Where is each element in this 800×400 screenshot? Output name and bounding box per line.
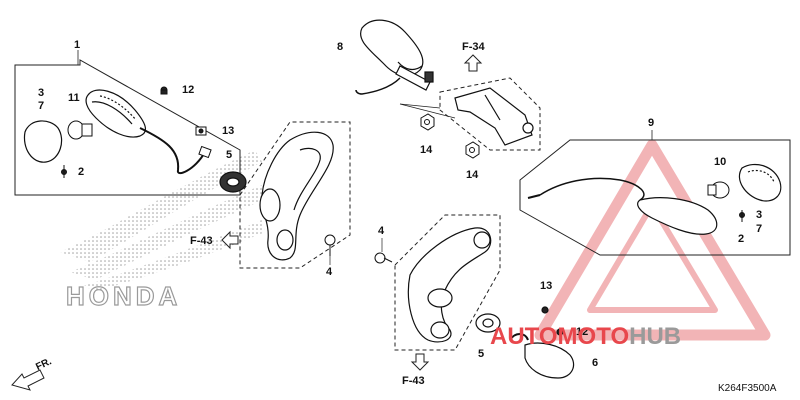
f43-left-arrow [221, 230, 239, 250]
callout-5-lower: 5 [478, 348, 485, 360]
honda-brand-text: HONDA [66, 281, 181, 311]
group-1-box [14, 59, 241, 196]
right-screw [739, 210, 745, 222]
left-signal-housing [85, 89, 147, 138]
mirror [360, 19, 434, 91]
callout-4-center: 4 [378, 225, 385, 237]
callout-4: 4 [326, 266, 333, 278]
lower-bracket [407, 227, 492, 343]
f34-arrow [463, 54, 483, 72]
watermark-triangle [534, 139, 771, 341]
callout-7: 7 [38, 100, 45, 112]
callout-8: 8 [337, 41, 344, 53]
section-ref-f43-left: F-43 [190, 235, 213, 247]
right-bulb [707, 181, 730, 199]
left-bracket [259, 131, 334, 261]
callout-12: 12 [182, 84, 195, 96]
callout-2: 2 [78, 166, 85, 178]
callout-9: 9 [648, 117, 655, 129]
right-wire [539, 177, 645, 201]
callout-3-right: 3 [756, 209, 763, 221]
center-bracket [454, 87, 534, 146]
left-lens [23, 120, 63, 163]
callout-10: 10 [714, 156, 727, 168]
lower-bracket-box [394, 214, 501, 351]
watermark-part2: HUB [629, 323, 682, 350]
center-nuts [420, 113, 480, 159]
left-bracket-box [239, 121, 351, 269]
left-screws [61, 86, 207, 178]
left-wire [139, 127, 206, 175]
callout-1: 1 [74, 39, 81, 51]
callout-14-b: 14 [466, 169, 479, 181]
callout-7-right: 7 [756, 223, 763, 235]
center-bracket-box [439, 77, 541, 151]
watermark-part1: AUTOMOTO [490, 323, 630, 350]
callout-3: 3 [38, 87, 45, 99]
group-9-box [519, 139, 791, 256]
left-grommet [219, 171, 247, 193]
center-bolt [374, 252, 393, 264]
callout-14-a: 14 [420, 144, 433, 156]
left-bolt [324, 234, 336, 256]
callout-13-lower: 13 [540, 280, 553, 292]
watermark-text: AUTOMOTOHUB [490, 325, 681, 349]
section-ref-f34: F-34 [462, 41, 485, 53]
right-lens [738, 163, 782, 202]
callout-5: 5 [226, 149, 233, 161]
section-ref-f43-lower: F-43 [402, 375, 425, 387]
front-direction-arrow [11, 369, 45, 391]
callout-13: 13 [222, 125, 235, 137]
right-signal-housing [637, 197, 718, 235]
callout-6: 6 [592, 357, 599, 369]
lower-right-parts [475, 306, 575, 379]
left-bulb [67, 120, 93, 140]
part-code: K264F3500A [718, 383, 777, 394]
callout-12-lower: 12 [576, 326, 589, 338]
callout-11: 11 [68, 92, 80, 104]
honda-wing-logo [60, 150, 268, 290]
callout-2-right: 2 [738, 233, 745, 245]
f43-lower-arrow [410, 353, 430, 371]
